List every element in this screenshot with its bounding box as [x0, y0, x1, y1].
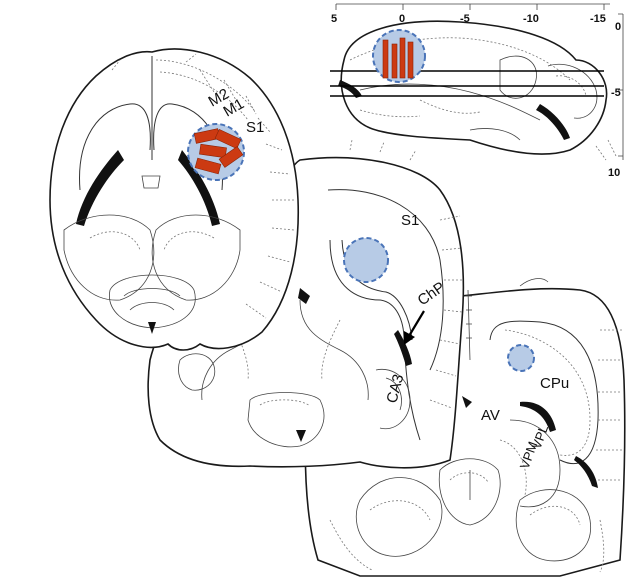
tick-top-1: 0 [399, 13, 405, 25]
tick-top-3: -10 [523, 13, 539, 25]
label-s1-anterior: S1 [246, 119, 264, 136]
label-cpu: CPu [540, 375, 569, 392]
label-s1-middle: S1 [401, 212, 419, 229]
region-s1-middle [344, 238, 388, 282]
tick-top-0: 5 [331, 13, 337, 25]
region-cpu [508, 345, 534, 371]
region-inset [373, 30, 425, 82]
tick-top-4: -15 [590, 13, 606, 25]
tick-right-1: -5 [611, 87, 621, 99]
tick-right-0: 0 [615, 21, 621, 33]
tick-top-2: -5 [460, 13, 470, 25]
label-av: AV [481, 407, 500, 424]
coronal-section-anterior [50, 49, 298, 350]
tick-right-2: 10 [608, 167, 620, 179]
sagittal-inset [330, 4, 623, 160]
